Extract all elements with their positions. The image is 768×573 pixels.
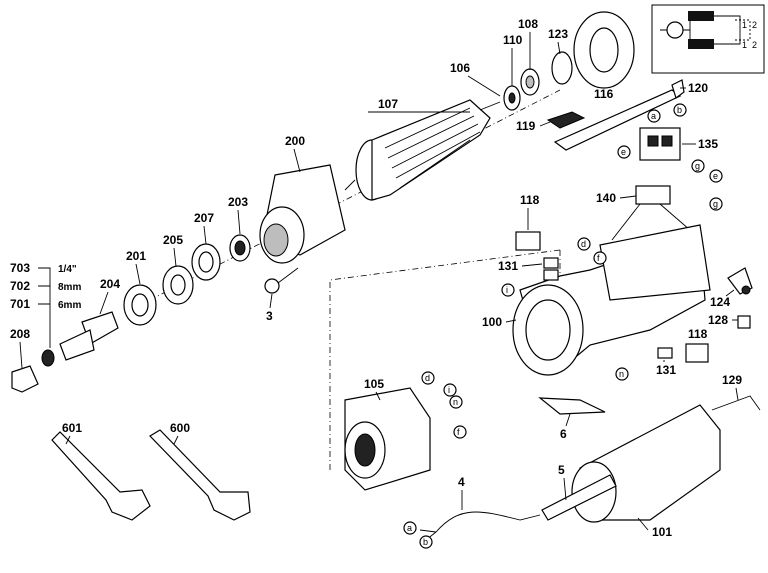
screw-3 (264, 267, 299, 294)
label-140: 140 (596, 191, 616, 205)
bearing-110 (503, 85, 521, 111)
label-600: 600 (170, 421, 190, 435)
switch-135 (639, 127, 681, 161)
switch-rod-120 (553, 79, 685, 151)
slider-119 (546, 111, 586, 129)
wiring-schematic: 1 2 1 2 (651, 4, 765, 74)
label-128: 128 (708, 313, 728, 327)
brush-131b (657, 347, 673, 359)
ring-205 (162, 265, 194, 305)
label-107: 107 (378, 97, 398, 111)
capacitor-140 (611, 185, 691, 241)
nut-201 (123, 284, 157, 326)
wrench-601 (51, 431, 151, 521)
label-601: 601 (62, 421, 82, 435)
schematic-terminal-3: 1 (742, 40, 747, 50)
ring-207 (191, 243, 221, 281)
wire-g-switch: g (695, 161, 700, 171)
label-208: 208 (10, 327, 30, 341)
schematic-terminal-4: 2 (752, 40, 757, 50)
label-3: 3 (266, 309, 273, 323)
bearing-203 (229, 234, 251, 262)
plate-116 (573, 11, 635, 89)
label-129: 129 (722, 373, 742, 387)
label-119: 119 (516, 119, 536, 133)
label-100: 100 (482, 315, 502, 329)
cable-129 (711, 395, 761, 411)
clamp-124 (727, 267, 753, 295)
size-701: 6mm (58, 300, 81, 311)
label-123: 123 (548, 27, 568, 41)
wire-g-capacitor: g (713, 199, 718, 209)
brush-131a (543, 257, 559, 281)
wire-f-stator: f (457, 427, 460, 437)
label-203: 203 (228, 195, 248, 209)
wire-n-housing: n (619, 369, 624, 379)
label-5: 5 (558, 463, 565, 477)
armature-107 (344, 99, 501, 201)
wire-d-stator: d (425, 373, 430, 383)
ring-123 (551, 51, 573, 85)
label-110: 110 (503, 33, 523, 47)
size-703: 1/4" (58, 264, 77, 275)
label-701: 701 (10, 297, 30, 311)
wire-e-switch: e (621, 147, 626, 157)
stator-105 (344, 387, 431, 491)
wire-e-capacitor: e (713, 171, 718, 181)
wire-i-housing: i (506, 285, 508, 295)
label-118-bottom: 118 (688, 327, 708, 341)
label-118-top: 118 (520, 193, 540, 207)
label-204: 204 (100, 277, 120, 291)
schematic-terminal-2: 2 (752, 20, 757, 30)
schematic-terminal-1: 1 (742, 20, 747, 30)
brush-holder-118b (685, 343, 709, 363)
wire-a-cable: a (407, 523, 412, 533)
label-201: 201 (126, 249, 146, 263)
wrench-600 (149, 429, 251, 521)
brush-holder-118a (515, 231, 541, 251)
wire-f-housing: f (597, 253, 600, 263)
label-124: 124 (710, 295, 730, 309)
label-702: 702 (10, 279, 30, 293)
size-702: 8mm (58, 282, 81, 293)
label-120: 120 (688, 81, 708, 95)
bearing-108 (520, 68, 540, 96)
wire-markers: a b e g e g d f i n d i n f a b (403, 103, 723, 549)
label-108: 108 (518, 17, 538, 31)
label-131-top: 131 (498, 259, 518, 273)
label-207: 207 (194, 211, 214, 225)
wire-n-stator: n (453, 397, 458, 407)
wire-b-cable: b (423, 537, 428, 547)
spindle-204 (59, 311, 119, 361)
label-116: 116 (594, 87, 614, 101)
label-200: 200 (285, 134, 305, 148)
label-135: 135 (698, 137, 718, 151)
wire-a-top: a (651, 111, 656, 121)
wire-i-stator: i (448, 385, 450, 395)
cable-guard-5 (541, 474, 617, 521)
label-131-bottom: 131 (656, 363, 676, 377)
collet-nut-208 (11, 349, 55, 393)
screw-128 (737, 315, 751, 329)
label-4: 4 (458, 475, 465, 489)
wire-d-housing: d (581, 239, 586, 249)
label-106: 106 (450, 61, 470, 75)
housing-100 (512, 224, 711, 376)
label-703: 703 (10, 261, 30, 275)
flange-200 (259, 164, 346, 264)
label-205: 205 (163, 233, 183, 247)
label-6: 6 (560, 427, 567, 441)
label-6 (538, 397, 606, 415)
label-105: 105 (364, 377, 384, 391)
motor-housing-101 (571, 404, 721, 523)
cable-4 (419, 511, 541, 541)
label-101: 101 (652, 525, 672, 539)
wire-b-top: b (677, 105, 682, 115)
